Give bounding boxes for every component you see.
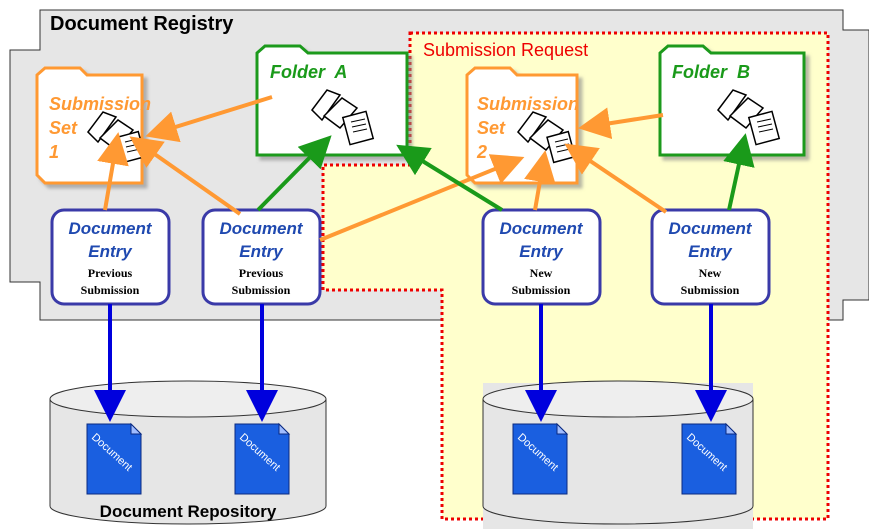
entry-2-status-2: Submission [232,283,291,297]
submission-set-2-line2: Set [477,118,506,138]
document-icon: Document [86,422,143,495]
folder-clipart-icon [311,89,375,146]
entry-2-title-1: Document [219,219,303,238]
submission-set-1-line3: 1 [49,142,59,162]
entry-3-title-2: Entry [519,242,564,261]
orange-arrow [319,154,525,242]
repository-1-label: Document Repository [100,502,277,521]
orange-arrow [564,143,668,214]
submission-set-1-line2: Set [49,118,78,138]
orange-arrow [524,150,556,211]
document-icon: Document [512,422,569,495]
entry-1-status-1: Previous [88,266,133,280]
folder-b-label: Folder B [672,62,750,82]
entry-4-title-1: Document [668,219,752,238]
orange-arrow [97,132,129,211]
document-icon: Document [681,422,738,495]
submission-request-label: Submission Request [423,40,588,60]
orange-arrow [129,136,242,216]
green-arrow [723,133,755,211]
registry-title: Document Registry [50,13,234,35]
entry-3-status-1: New [530,266,553,280]
entry-1-title-2: Entry [88,242,133,261]
green-arrow [396,144,504,212]
entry-4-title-2: Entry [688,242,733,261]
folder-a-label: Folder A [270,62,347,82]
orange-arrow [145,95,273,143]
submission-set-1-line1: Submission [49,94,151,114]
document-icon: Document [234,422,291,495]
entry-3-title-1: Document [499,219,583,238]
entry-3-status-2: Submission [512,283,571,297]
orange-arrow [578,107,664,140]
submission-set-2-line1: Submission [477,94,579,114]
entry-1-title-1: Document [68,219,152,238]
entry-1-status-2: Submission [81,283,140,297]
entry-2-status-1: Previous [239,266,284,280]
folder-clipart-icon [717,89,781,146]
entry-4-status-1: New [699,266,722,280]
submission-set-2-line3: 2 [476,142,487,162]
entry-4-status-2: Submission [681,283,740,297]
entry-2-title-2: Entry [239,242,284,261]
green-arrow [256,135,332,212]
